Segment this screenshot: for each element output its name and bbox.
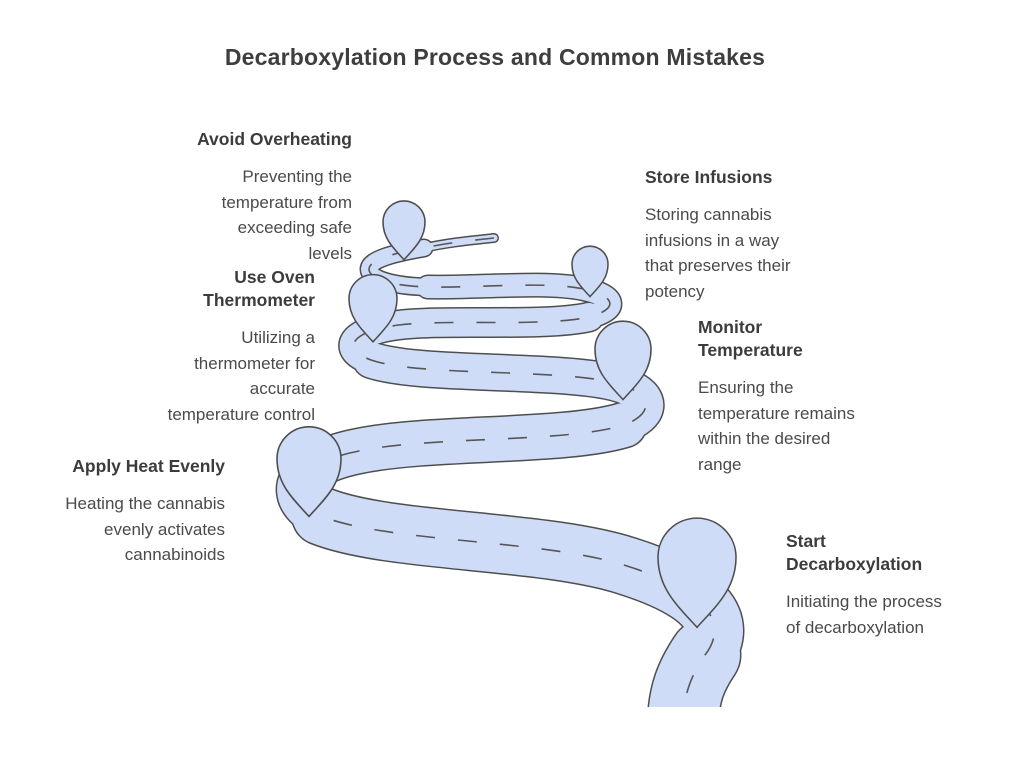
milestone-heading: Store Infusions <box>645 167 773 187</box>
milestone-description: Heating the cannabis evenly activates ca… <box>65 494 225 564</box>
milestone-store-infusions: Store Infusions Storing cannabis infusio… <box>645 166 845 304</box>
milestone-heading: Avoid Overheating <box>197 129 352 149</box>
milestone-apply-heat-evenly: Apply Heat Evenly Heating the cannabis e… <box>25 455 225 568</box>
milestone-avoid-overheating: Avoid Overheating Preventing the tempera… <box>130 128 352 266</box>
milestone-monitor-temperature: Monitor Temperature Ensuring the tempera… <box>698 316 903 477</box>
milestone-heading: Start Decarboxylation <box>786 531 923 574</box>
milestone-heading: Monitor Temperature <box>698 317 803 360</box>
milestone-start-decarboxylation: Start Decarboxylation Initiating the pro… <box>786 530 996 640</box>
milestone-use-oven-thermometer: Use Oven Thermometer Utilizing a thermom… <box>125 266 315 427</box>
milestone-description: Storing cannabis infusions in a way that… <box>645 205 791 301</box>
milestone-description: Preventing the temperature from exceedin… <box>221 167 352 263</box>
page-title: Decarboxylation Process and Common Mista… <box>224 44 766 70</box>
milestone-heading: Use Oven Thermometer <box>203 267 315 310</box>
milestone-description: Utilizing a thermometer for accurate tem… <box>167 328 315 424</box>
milestone-heading: Apply Heat Evenly <box>72 456 225 476</box>
milestone-description: Initiating the process of decarboxylatio… <box>786 592 942 637</box>
milestone-description: Ensuring the temperature remains within … <box>698 378 855 474</box>
